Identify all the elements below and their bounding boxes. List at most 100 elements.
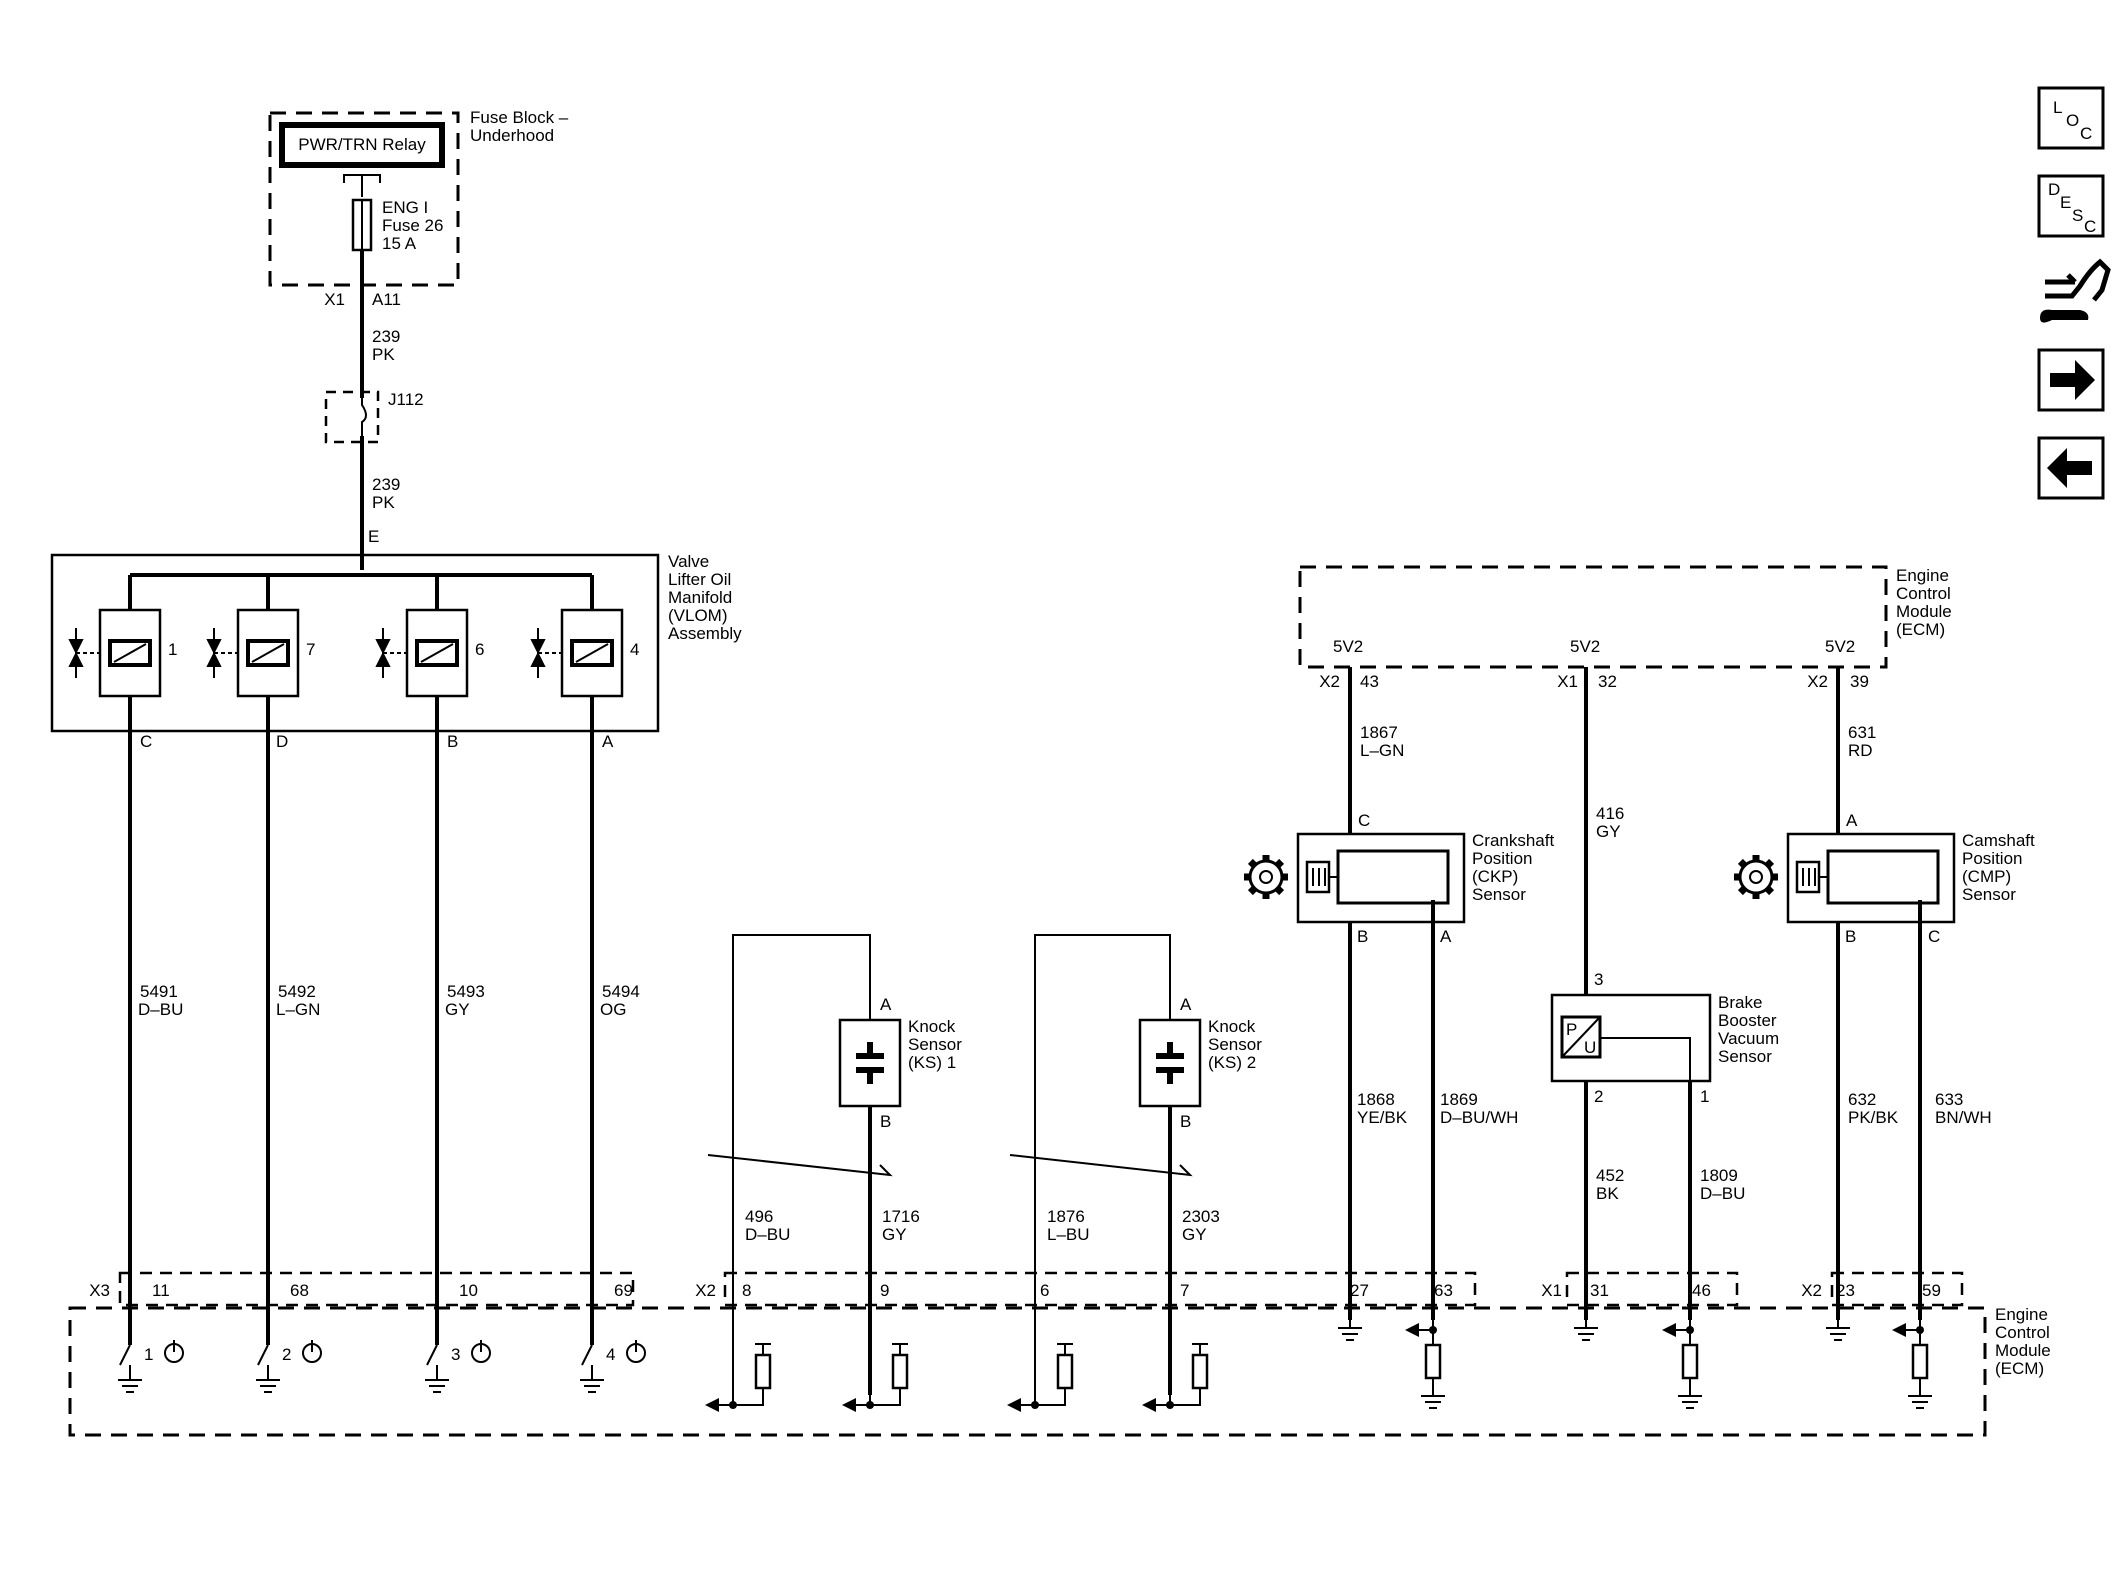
svg-text:BN/WH: BN/WH <box>1935 1108 1992 1127</box>
label: (KS) 1 <box>908 1053 956 1072</box>
pin-label: 31 <box>1590 1281 1609 1300</box>
label: D–BU <box>745 1225 790 1244</box>
brake-booster-vacuum-sensor: 416 GY 3 P U Brake Booster Vacuum Sensor… <box>1550 667 1779 1203</box>
driver-number: 1 <box>144 1345 153 1364</box>
solenoid-number: 6 <box>475 640 484 659</box>
svg-text:Module: Module <box>1896 602 1952 621</box>
ground-icon <box>425 1372 449 1393</box>
resistor-icon <box>1424 1343 1442 1380</box>
svg-text:ENG I: ENG I <box>382 198 428 217</box>
knock-input-circuit <box>705 1343 909 1412</box>
svg-text:U: U <box>1584 1038 1596 1057</box>
pin-label: 11 <box>152 1281 170 1300</box>
svg-text:5V2: 5V2 <box>1570 637 1600 656</box>
svg-text:A: A <box>1440 927 1452 946</box>
low-side-driver-3: 3 <box>425 1340 491 1393</box>
label: A <box>880 995 892 1014</box>
wire-color: GY <box>445 1000 470 1019</box>
arrow-icon <box>1142 1398 1156 1412</box>
wire-color: D–BU <box>138 1000 183 1019</box>
svg-text:X2: X2 <box>1801 1281 1822 1300</box>
svg-text:5V2: 5V2 <box>1825 637 1855 656</box>
svg-text:Fuse Block –: Fuse Block – <box>470 108 569 127</box>
driver-number: 2 <box>282 1345 291 1364</box>
svg-text:Engine: Engine <box>1896 566 1949 585</box>
loc-icon[interactable]: L O C <box>2037 86 2105 150</box>
svg-text:Camshaft: Camshaft <box>1962 831 2035 850</box>
knock-sensor-body <box>1138 1018 1202 1108</box>
svg-text:Sensor: Sensor <box>1962 885 2016 904</box>
ecm-bottom-block: X3 X2 X1 X2 Engine Control Module (ECM) <box>68 1271 2051 1437</box>
desc-icon[interactable]: D E S C <box>2037 174 2105 238</box>
ground-icon <box>1826 1320 1850 1341</box>
label: Knock <box>908 1017 956 1036</box>
svg-text:(ECM): (ECM) <box>1896 620 1945 639</box>
svg-text:2: 2 <box>1594 1087 1603 1106</box>
svg-text:632: 632 <box>1848 1090 1876 1109</box>
label: L–BU <box>1047 1225 1090 1244</box>
solenoid-number: 1 <box>168 640 177 659</box>
wrench-car-icon[interactable] <box>2040 258 2111 323</box>
svg-text:Fuse 26: Fuse 26 <box>382 216 443 235</box>
vlom-assembly: Valve Lifter Oil Manifold (VLOM) Assembl… <box>50 552 742 733</box>
svg-text:PK/BK: PK/BK <box>1848 1108 1899 1127</box>
label: Sensor <box>908 1035 962 1054</box>
svg-text:E: E <box>368 527 379 546</box>
ground-icon <box>1421 1388 1445 1409</box>
svg-text:416: 416 <box>1596 804 1624 823</box>
low-side-driver-2: 2 <box>256 1340 322 1393</box>
arrow-icon <box>1892 1323 1906 1337</box>
pin-label: 46 <box>1692 1281 1711 1300</box>
low-side-driver-4: 4 <box>580 1340 646 1393</box>
label: Sensor <box>1208 1035 1262 1054</box>
wire-number: 5494 <box>602 982 640 1001</box>
driver-number: 4 <box>606 1345 615 1364</box>
svg-text:Brake: Brake <box>1718 993 1762 1012</box>
svg-text:A: A <box>1846 811 1858 830</box>
svg-text:5V2: 5V2 <box>1333 637 1363 656</box>
svg-text:Crankshaft: Crankshaft <box>1472 831 1554 850</box>
svg-text:P: P <box>1566 1020 1577 1039</box>
pin-label: D <box>276 732 288 751</box>
wire-number: 5493 <box>447 982 485 1001</box>
svg-text:X2: X2 <box>695 1281 716 1300</box>
resistor-icon <box>1056 1353 1074 1390</box>
driver-number: 3 <box>451 1345 460 1364</box>
svg-text:Booster: Booster <box>1718 1011 1777 1030</box>
svg-text:Position: Position <box>1962 849 2022 868</box>
svg-text:PK: PK <box>372 493 395 512</box>
gear-icon-ckp <box>1244 855 1288 899</box>
wire-color: OG <box>600 1000 626 1019</box>
svg-text:Sensor: Sensor <box>1472 885 1526 904</box>
pin-label: 27 <box>1350 1281 1369 1300</box>
resistor-icon <box>754 1353 772 1390</box>
arrow-right-icon[interactable] <box>2037 348 2105 412</box>
pin-label: 10 <box>459 1281 478 1300</box>
arrow-icon <box>1405 1323 1419 1337</box>
svg-text:X3: X3 <box>89 1281 110 1300</box>
svg-text:Sensor: Sensor <box>1718 1047 1772 1066</box>
nav-panel: L O C D E S C <box>2037 86 2111 500</box>
pin-label: 9 <box>880 1281 889 1300</box>
ground-icon <box>1678 1388 1702 1409</box>
svg-text:633: 633 <box>1935 1090 1963 1109</box>
label: (KS) 2 <box>1208 1053 1256 1072</box>
svg-text:X2: X2 <box>1807 672 1828 691</box>
svg-text:631: 631 <box>1848 723 1876 742</box>
label: 496 <box>745 1207 773 1226</box>
svg-text:RD: RD <box>1848 741 1873 760</box>
svg-text:Engine: Engine <box>1995 1305 2048 1324</box>
svg-text:(VLOM): (VLOM) <box>668 606 728 625</box>
ckp-sensor: 1867 L–GN C B A Crankshaft Position (CKP… <box>1296 667 1554 1127</box>
pin-label: 7 <box>1180 1281 1189 1300</box>
shield-icon <box>1009 1154 1193 1177</box>
sensor-input-circuit <box>1892 1320 1932 1409</box>
arrow-left-icon[interactable] <box>2037 436 2105 500</box>
sensor-input-circuit <box>1405 1320 1445 1409</box>
svg-text:1869: 1869 <box>1440 1090 1478 1109</box>
svg-text:PK: PK <box>372 345 395 364</box>
arrow-icon <box>1007 1398 1021 1412</box>
svg-text:D: D <box>2048 180 2060 199</box>
